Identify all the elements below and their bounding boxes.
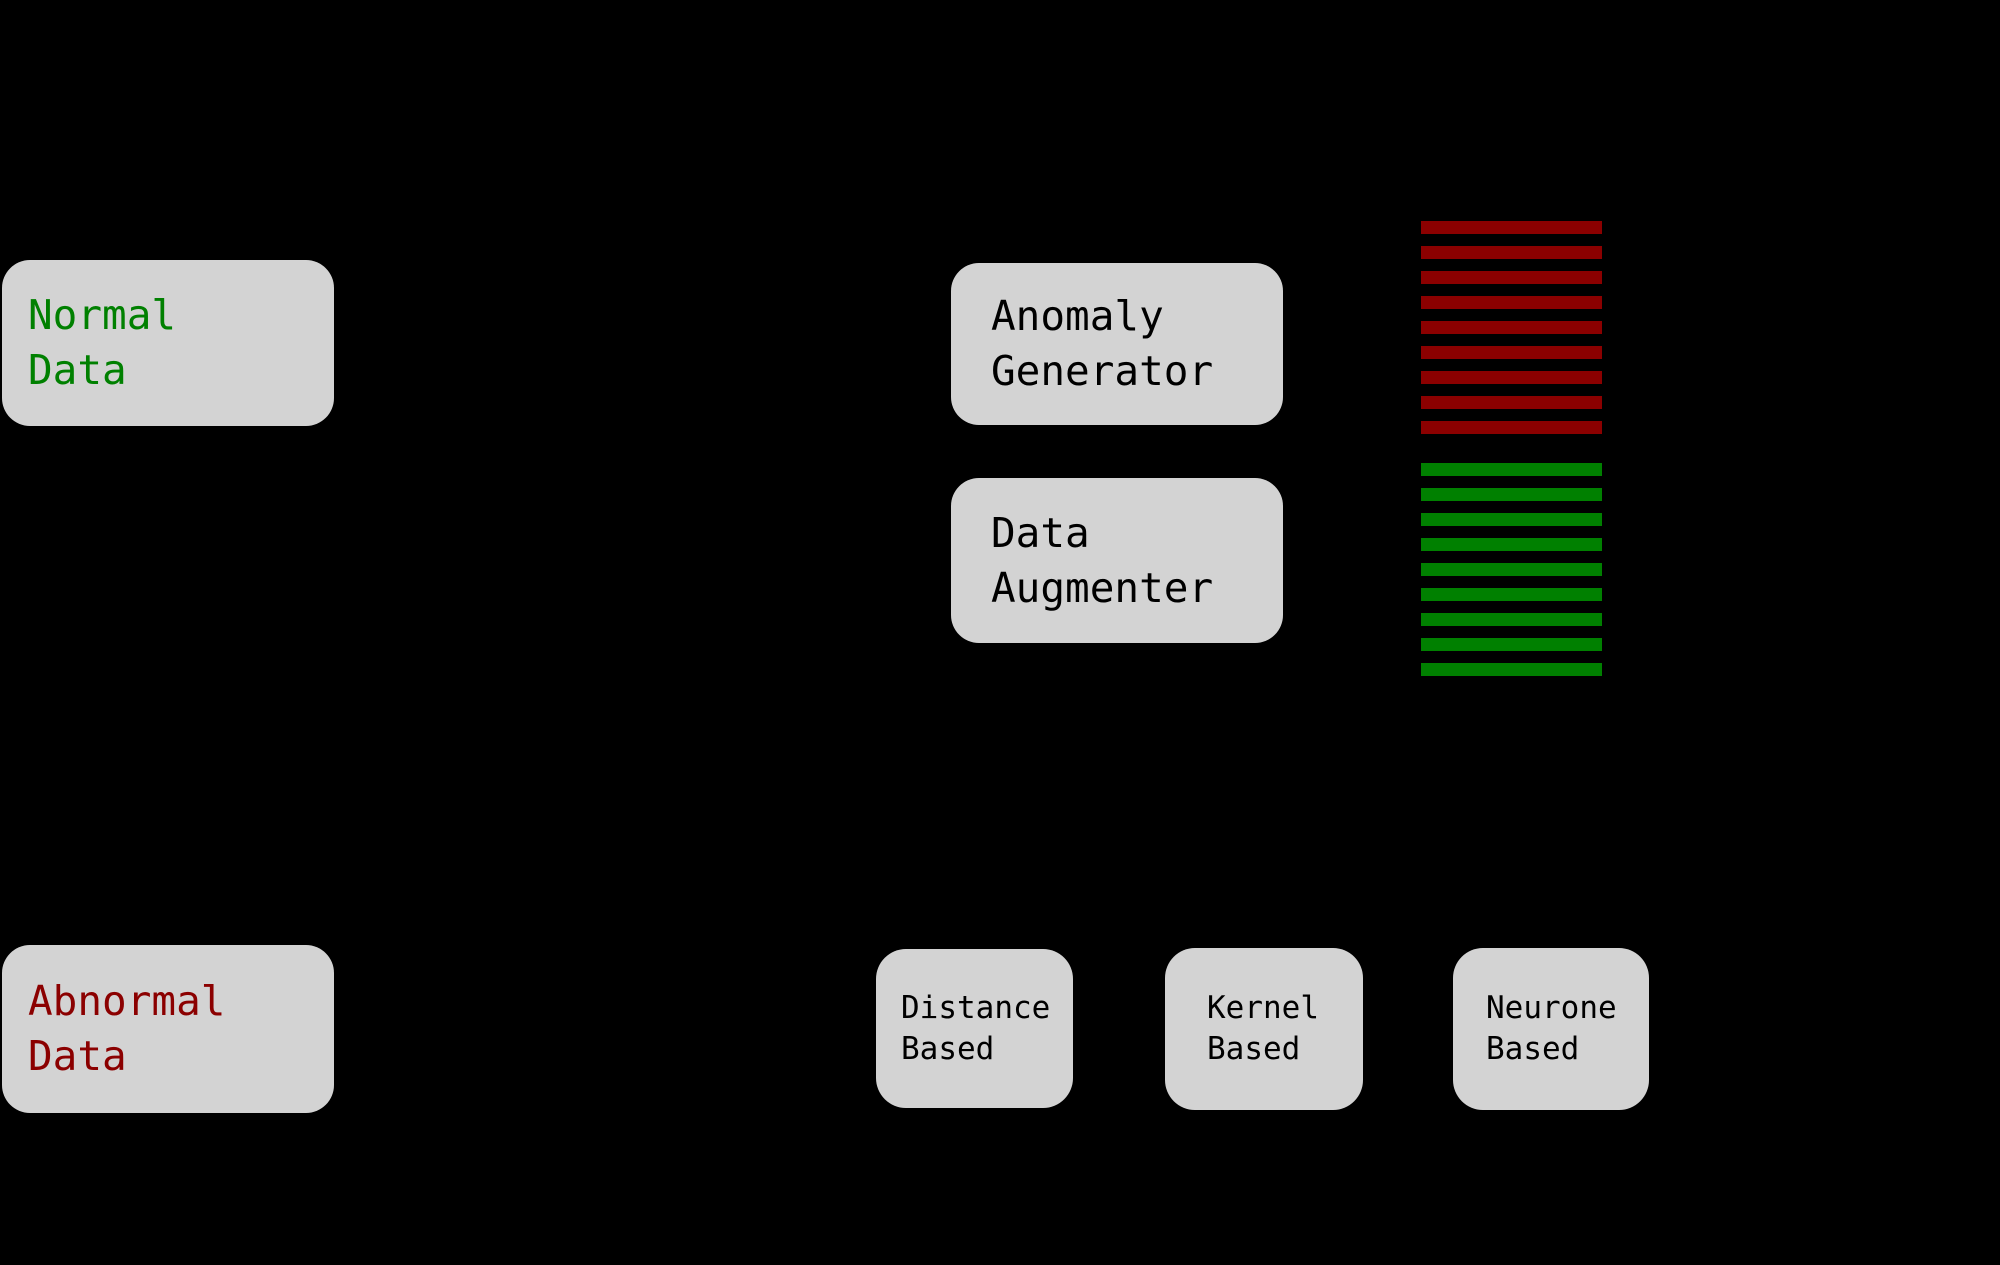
node-anomaly-generator-label: Anomaly Generator [991,292,1214,395]
stripe [1421,271,1602,284]
stripe [1421,371,1602,384]
node-abnormal-data-label: Abnormal Data [28,977,226,1080]
node-neurone-based: Neurone Based [1453,948,1649,1110]
stripe-stack-augmented [1421,463,1602,676]
stripe [1421,296,1602,309]
node-normal-data: Normal Data [2,260,334,426]
node-anomaly-generator: Anomaly Generator [951,263,1283,425]
stripe [1421,663,1602,676]
node-abnormal-data: Abnormal Data [2,945,334,1113]
stripe [1421,488,1602,501]
node-kernel-based: Kernel Based [1165,948,1363,1110]
node-neurone-based-label: Neurone Based [1486,990,1617,1067]
stripe [1421,246,1602,259]
stripe [1421,346,1602,359]
node-normal-data-label: Normal Data [28,291,177,394]
stripe [1421,396,1602,409]
stripe [1421,638,1602,651]
node-distance-based-label: Distance Based [901,989,1051,1067]
stripe [1421,513,1602,526]
stripe [1421,221,1602,234]
stripe [1421,463,1602,476]
stripe [1421,563,1602,576]
stripe [1421,538,1602,551]
node-data-augmenter-label: Data Augmenter [991,508,1214,612]
stripe [1421,613,1602,626]
stripe [1421,421,1602,434]
stripe [1421,588,1602,601]
node-data-augmenter: Data Augmenter [951,478,1283,643]
stripe-stack-anomalous [1421,221,1602,434]
node-kernel-based-label: Kernel Based [1207,990,1319,1067]
stripe [1421,321,1602,334]
node-distance-based: Distance Based [876,949,1073,1108]
